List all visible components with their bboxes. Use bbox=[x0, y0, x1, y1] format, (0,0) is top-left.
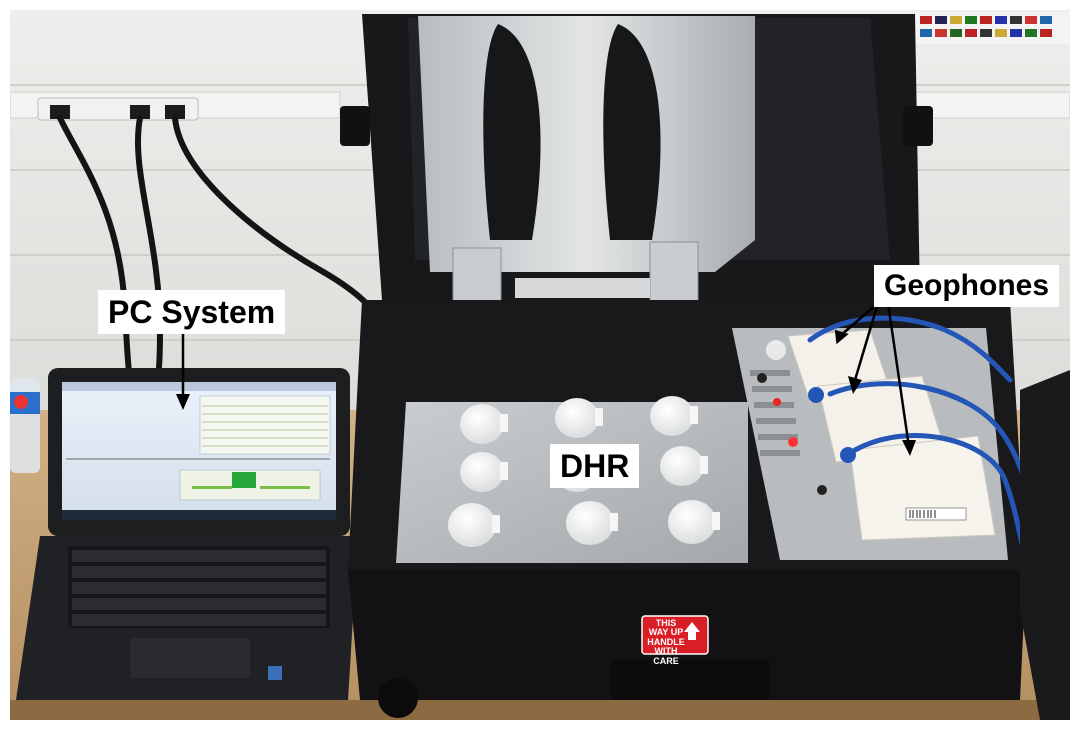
equipment-case bbox=[340, 14, 1026, 718]
right-bag bbox=[1020, 370, 1070, 720]
photo: THIS WAY UP HANDLE WITH CARE PC System D… bbox=[10, 10, 1070, 720]
geophone-unit bbox=[840, 435, 996, 541]
arrow-to-pc-screen bbox=[176, 330, 190, 410]
arrow-to-geophone-2 bbox=[848, 302, 880, 394]
geophones-label: Geophones bbox=[874, 265, 1060, 307]
pc-system-label: PC System bbox=[98, 290, 286, 334]
dhr-sensor bbox=[448, 503, 500, 547]
dhr-sensor bbox=[566, 501, 618, 545]
case-marking-line2: HANDLE WITH CARE bbox=[647, 636, 685, 666]
flag-strip bbox=[915, 12, 1070, 44]
dhr-sensor bbox=[460, 452, 508, 492]
power-outlet bbox=[37, 97, 199, 121]
dhr-sensor bbox=[668, 500, 720, 544]
case-marking-line1: THIS WAY UP bbox=[648, 618, 684, 638]
dhr-sensor bbox=[555, 398, 603, 438]
arrow-to-geophone-3 bbox=[886, 302, 916, 456]
dhr-sensor bbox=[460, 404, 508, 444]
dhr-sensor bbox=[650, 396, 698, 436]
handle-with-care-label bbox=[641, 615, 709, 655]
water-bottle bbox=[10, 378, 40, 473]
dhr-label: DHR bbox=[550, 444, 640, 488]
dhr-sensor bbox=[660, 446, 708, 486]
arrow-to-geophone-1 bbox=[834, 302, 879, 345]
case-marking: THIS WAY UP HANDLE WITH CARE bbox=[646, 618, 686, 666]
laptop bbox=[16, 368, 358, 700]
photo-scene bbox=[10, 10, 1070, 720]
annotation-arrows bbox=[176, 302, 916, 456]
